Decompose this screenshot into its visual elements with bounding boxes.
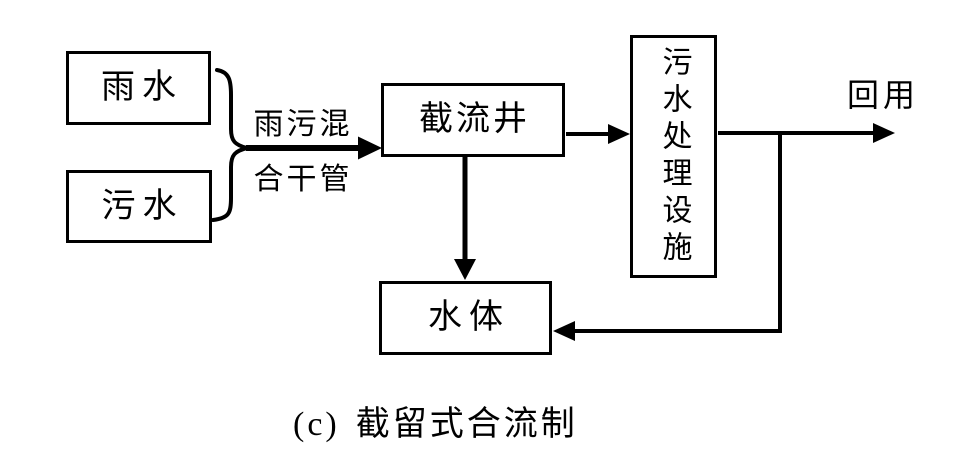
node-rainwater: 雨水 (66, 51, 211, 125)
arrowhead-well-to-treatment (608, 124, 630, 144)
label-combined-pipe: 雨污混 合干管 (247, 97, 359, 207)
figure-caption-title: 截留式合流制 (355, 406, 578, 443)
arrow-branch-to-water-shaft (573, 133, 782, 333)
arrowhead-branch-to-water (553, 321, 575, 341)
arrowhead-treatment-to-reuse (873, 123, 895, 143)
arrowhead-combined-pipe (358, 136, 382, 160)
figure-caption-index: (c) (293, 406, 340, 443)
node-treatment-facility-label: 污水处理设施 (657, 45, 691, 268)
node-sewage: 污水 (66, 170, 212, 243)
node-interceptor-well: 截流井 (381, 83, 565, 157)
node-sewage-label: 污水 (101, 187, 184, 225)
node-interceptor-well-label: 截流井 (419, 101, 530, 138)
node-rainwater-label: 雨水 (101, 69, 183, 106)
label-combined-pipe-line2: 合干管 (253, 163, 353, 196)
figure-caption: (c) 截留式合流制 (293, 403, 578, 447)
label-reuse: 回用 (847, 77, 920, 113)
arrowhead-well-to-water (454, 259, 476, 280)
node-water-body: 水体 (379, 281, 552, 355)
brace-merge (211, 68, 248, 222)
node-water-body-label: 水体 (428, 299, 510, 336)
node-treatment-facility: 污水处理设施 (630, 35, 717, 278)
label-combined-pipe-line1: 雨污混 (253, 108, 353, 141)
